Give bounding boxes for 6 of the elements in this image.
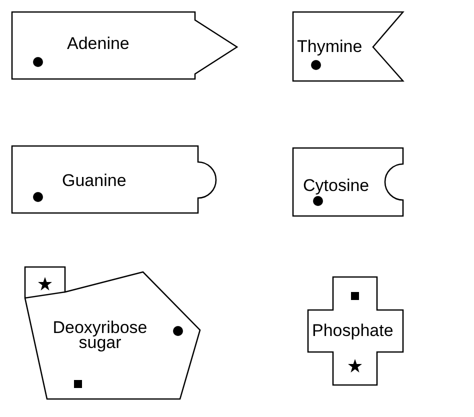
piece-label: Adenine [67,36,130,51]
piece-label: Deoxyribose sugar [52,320,148,350]
piece-label: Phosphate [312,323,394,338]
piece-label: Cytosine [303,178,370,193]
piece-label: Guanine [62,173,126,188]
piece-label: Thymine [297,39,362,54]
